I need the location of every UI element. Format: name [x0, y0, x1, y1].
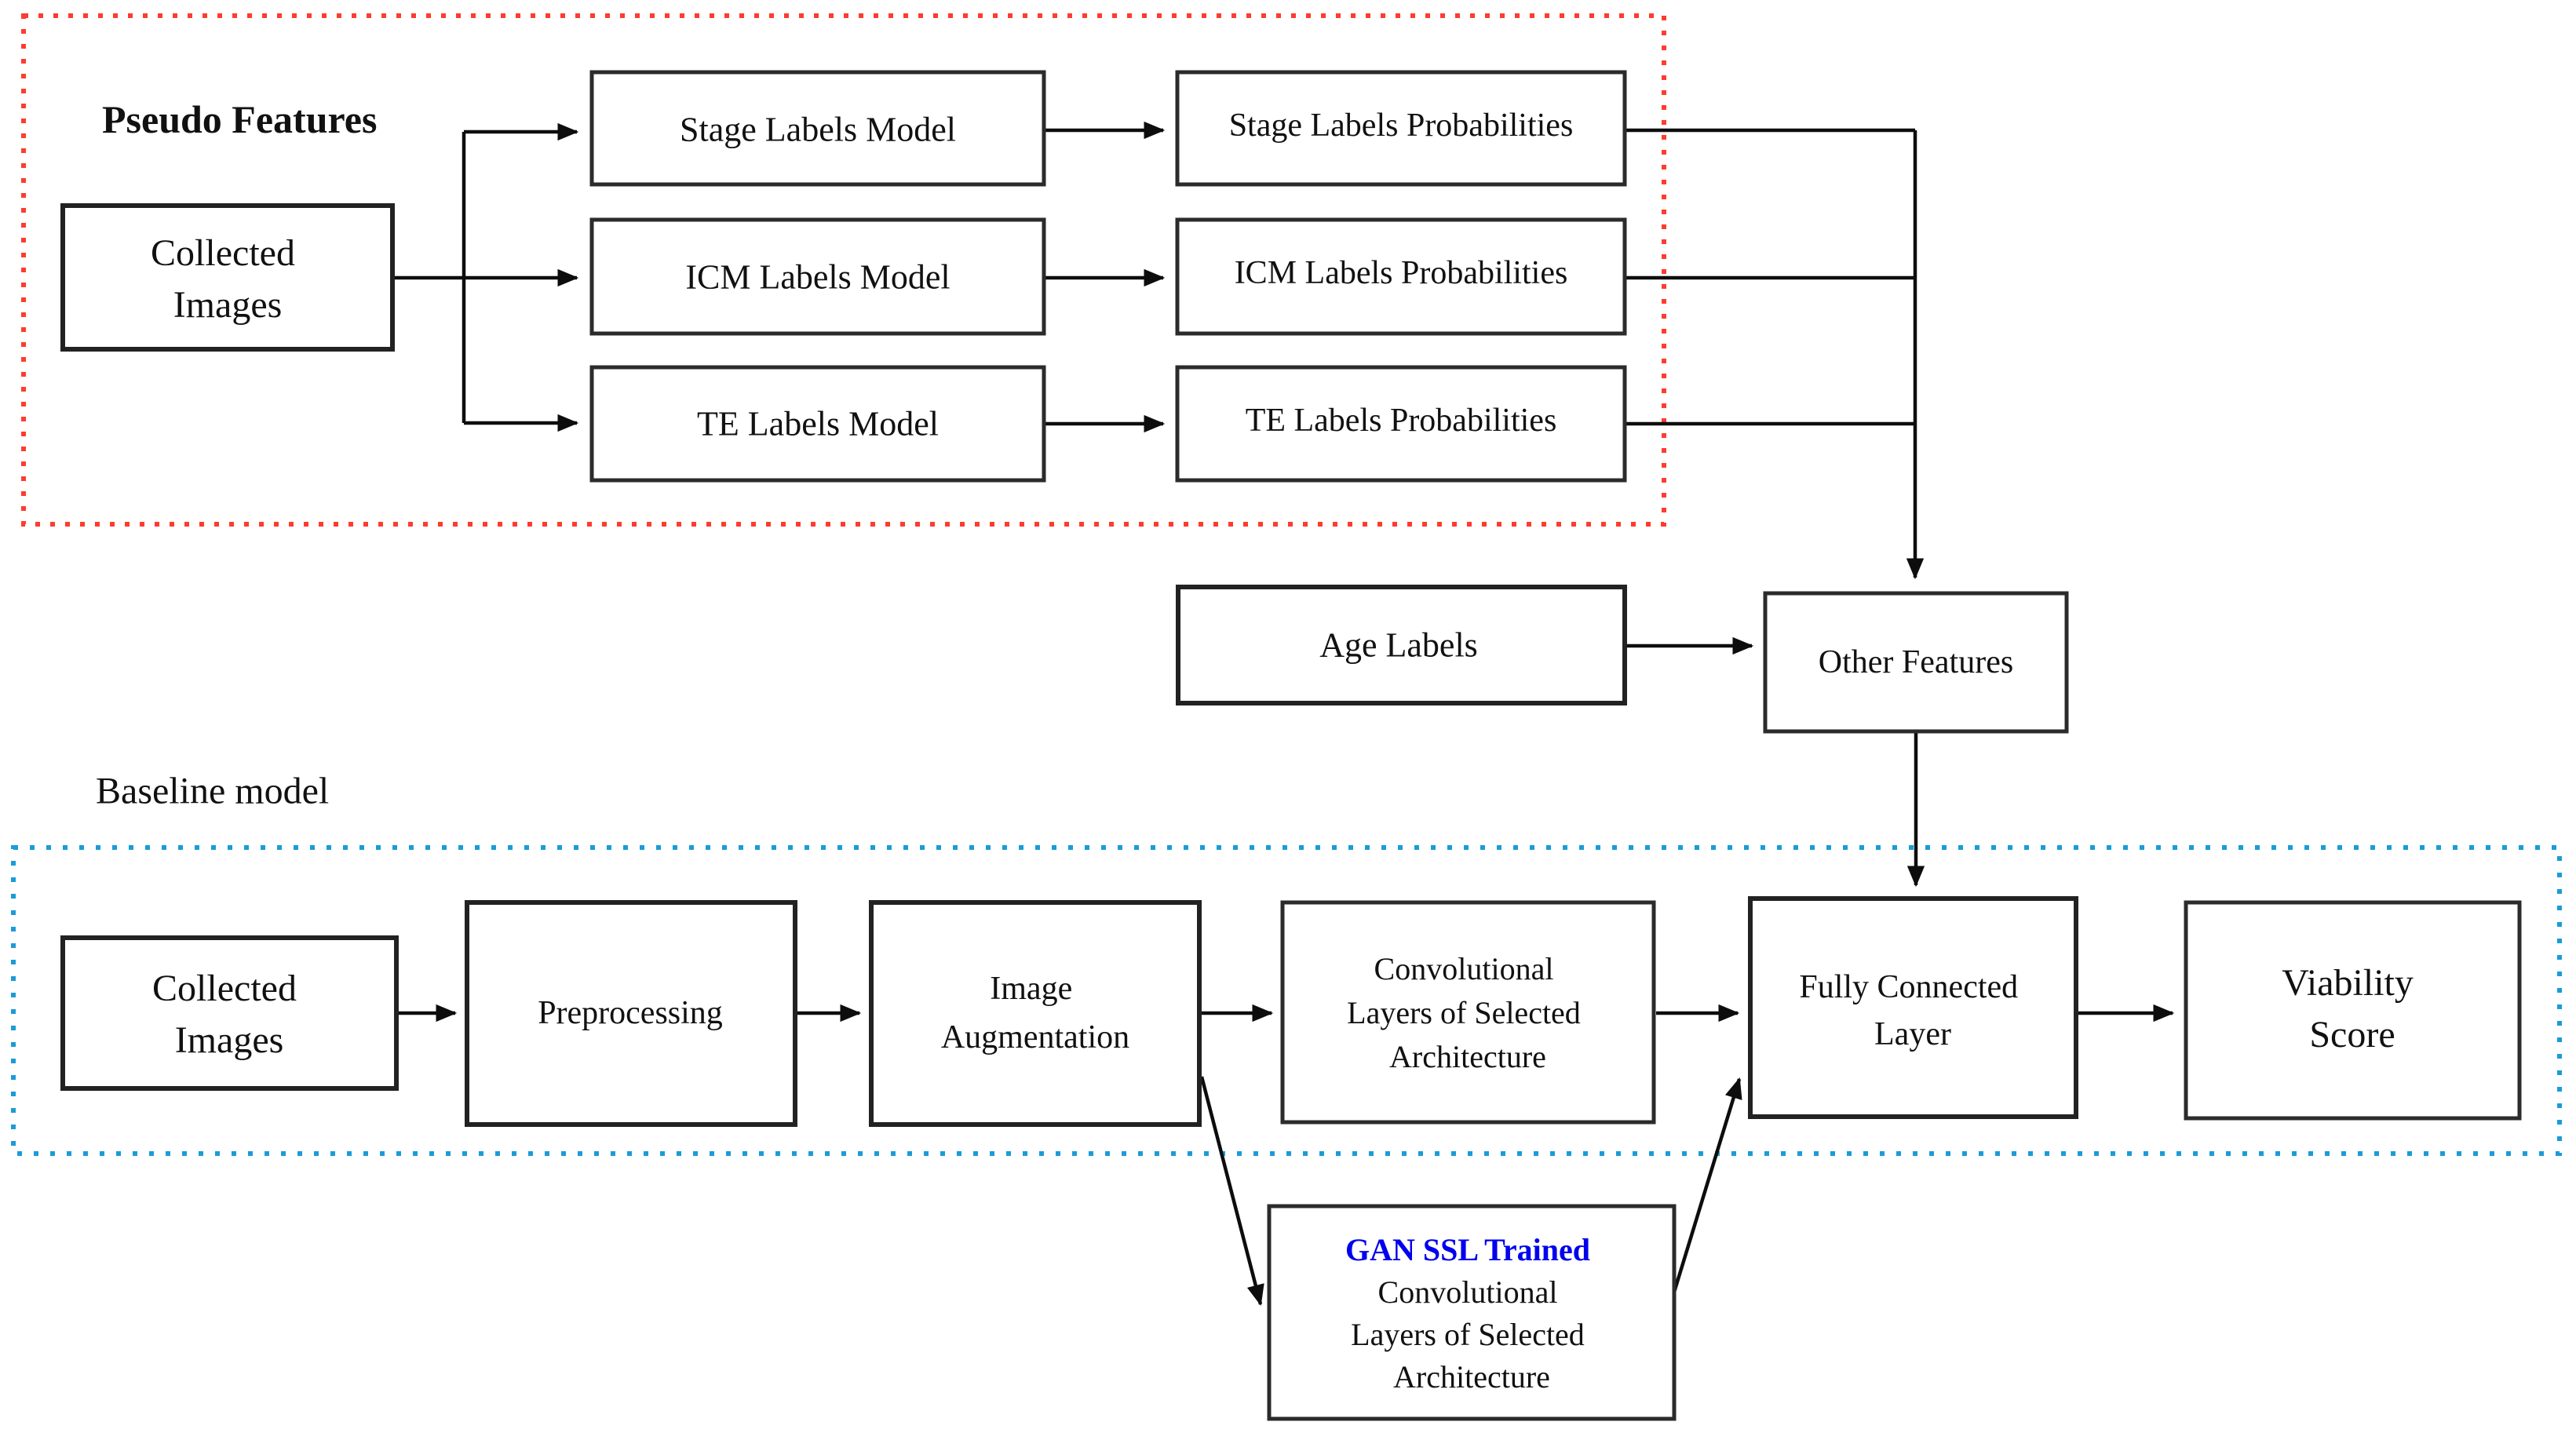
icm-labels-model-box	[589, 217, 1046, 336]
icm-labels-model-label: ICM Labels Model	[685, 258, 950, 297]
conv-layers-label: Convolutional Layers of Selected Archite…	[1347, 951, 1589, 1074]
node-preprocessing: Preprocessing	[465, 900, 797, 1127]
pseudo-features-title: Pseudo Features	[102, 97, 377, 141]
image-augmentation-box	[869, 900, 1202, 1127]
gan-ssl-box	[1267, 1204, 1677, 1421]
fully-connected-box	[1748, 896, 2078, 1119]
age-labels-label: Age Labels	[1319, 626, 1478, 665]
collected-images-bottom-label: Collected Images	[152, 968, 306, 1061]
connectors	[392, 121, 2175, 1307]
node-age-labels: Age Labels	[1176, 585, 1627, 705]
te-labels-probabilities-box	[1175, 365, 1627, 483]
te-labels-probabilities-label: TE Labels Probabilities	[1246, 403, 1557, 439]
viability-score-box	[2184, 900, 2522, 1121]
collected-images-top-label: Collected Images	[151, 232, 305, 326]
arrow-gan-to-fully-connected	[1670, 1077, 1742, 1298]
icm-labels-probabilities-label: ICM Labels Probabilities	[1235, 255, 1568, 291]
gan-ssl-label: GAN SSL Trained Convolutional Layers of …	[1345, 1232, 1598, 1394]
node-viability-score: Viability Score	[2184, 900, 2522, 1121]
fully-connected-label: Fully Connected Layer	[1799, 969, 2026, 1052]
image-augmentation-label: Image Augmentation	[941, 971, 1129, 1055]
collected-images-top-box	[60, 203, 395, 352]
preprocessing-label: Preprocessing	[538, 995, 723, 1031]
node-icm-labels-model: ICM Labels Model	[589, 217, 1046, 336]
collected-images-bottom-box	[60, 935, 399, 1091]
node-image-augmentation: Image Augmentation	[869, 900, 1202, 1127]
viability-score-label: Viability Score	[2282, 962, 2423, 1055]
te-labels-model-box	[589, 365, 1046, 483]
node-fully-connected: Fully Connected Layer	[1748, 896, 2078, 1119]
stage-labels-probabilities-box	[1175, 70, 1627, 187]
conv-layers-box	[1280, 900, 1656, 1125]
other-features-box	[1763, 591, 2069, 734]
preprocessing-box	[465, 900, 797, 1127]
node-gan-ssl-conv-layers: GAN SSL Trained Convolutional Layers of …	[1267, 1204, 1677, 1421]
node-conv-layers: Convolutional Layers of Selected Archite…	[1280, 900, 1656, 1125]
node-collected-images-bottom: Collected Images	[60, 935, 399, 1091]
other-features-label: Other Features	[1819, 644, 2013, 680]
icm-labels-probabilities-box	[1175, 217, 1627, 336]
node-icm-labels-probabilities: ICM Labels Probabilities	[1175, 217, 1627, 336]
te-labels-model-label: TE Labels Model	[697, 405, 939, 443]
node-stage-labels-model: Stage Labels Model	[589, 70, 1046, 187]
arrow-augmentation-to-gan	[1199, 1076, 1264, 1307]
pseudo-features-section-border	[21, 13, 1666, 527]
node-te-labels-probabilities: TE Labels Probabilities	[1175, 365, 1627, 483]
stage-labels-probabilities-label: Stage Labels Probabilities	[1229, 108, 1574, 144]
node-other-features: Other Features	[1763, 591, 2069, 734]
baseline-section-border	[11, 845, 2562, 1156]
stage-labels-model-box	[589, 70, 1046, 187]
age-labels-box	[1176, 585, 1627, 705]
baseline-model-title: Baseline model	[96, 771, 329, 812]
node-collected-images-top: Collected Images	[60, 203, 395, 352]
stage-labels-model-label: Stage Labels Model	[680, 111, 956, 149]
gan-ssl-highlight-line: GAN SSL Trained	[1345, 1232, 1590, 1267]
node-stage-labels-probabilities: Stage Labels Probabilities	[1175, 70, 1627, 187]
node-te-labels-model: TE Labels Model	[589, 365, 1046, 483]
